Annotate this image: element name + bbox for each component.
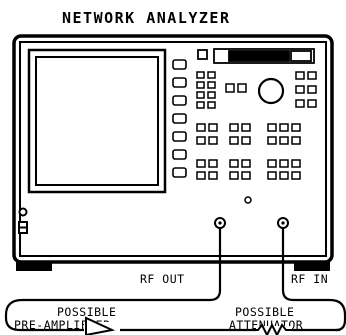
disk-drive: [197, 48, 315, 64]
instrument-front-panel: [19, 41, 327, 257]
display-screen: [27, 48, 167, 194]
softkey: [172, 149, 187, 160]
rf-in-label: RF IN: [291, 272, 328, 286]
softkey: [172, 77, 187, 88]
attenuator-label-line1: POSSIBLE: [235, 305, 294, 319]
network-analyzer-instrument: [12, 34, 334, 271]
softkey: [172, 59, 187, 70]
instrument-foot-left: [16, 262, 52, 271]
rf-in-port: [277, 217, 289, 229]
rf-in-cable: [281, 228, 346, 332]
keypad-block: [196, 71, 247, 109]
rotary-knob: [257, 77, 285, 105]
attenuator-icon: [250, 322, 296, 335]
diagram-title: NETWORK ANALYZER: [62, 9, 231, 27]
softkey: [172, 95, 187, 106]
softkey: [172, 131, 187, 142]
rf-out-cable: [4, 228, 340, 332]
power-switch: [18, 207, 28, 234]
instrument-foot-right: [294, 262, 330, 271]
softkey: [172, 113, 187, 124]
indicator-light: [244, 196, 252, 204]
amplifier-icon: [84, 316, 120, 335]
softkey: [172, 167, 187, 178]
drive-button: [197, 49, 208, 60]
entry-keys: [196, 123, 301, 180]
amplifier-label-line1: POSSIBLE: [57, 305, 116, 319]
step-keys: [295, 71, 317, 108]
rf-out-label: RF OUT: [140, 272, 185, 286]
softkey-column: [172, 59, 187, 178]
rf-out-port: [214, 217, 226, 229]
